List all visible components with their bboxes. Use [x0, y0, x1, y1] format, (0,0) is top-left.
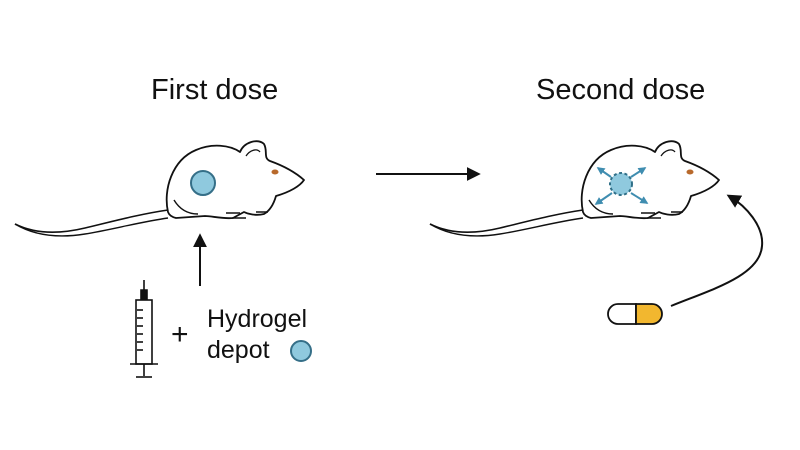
second-dose-title: Second dose — [536, 74, 706, 106]
second-dose-mouse-icon — [429, 140, 720, 237]
hydrogel-depot-label-line1: Hydrogel — [207, 305, 308, 333]
release-arrows-icon — [594, 167, 649, 205]
hydrogel-depot-label: Hydrogel depot — [207, 304, 307, 366]
plus-sign: + — [171, 318, 189, 351]
hydrogel-depot-label-line2: depot — [207, 336, 270, 364]
hydrogel-depot-icon — [290, 340, 312, 362]
releasing-depot-icon — [609, 172, 633, 196]
first-dose-mouse-icon — [14, 140, 305, 237]
syringe-icon — [130, 280, 158, 378]
implanted-depot-icon — [190, 170, 216, 196]
oral-dose-arrow — [670, 194, 764, 307]
first-dose-title: First dose — [151, 74, 279, 106]
capsule-icon — [607, 303, 663, 325]
